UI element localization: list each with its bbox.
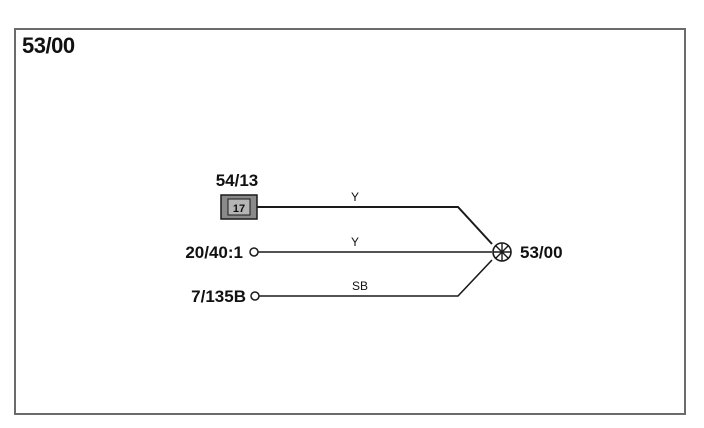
ground-label: 53/00 [520, 243, 563, 262]
wire-color-top: Y [351, 190, 359, 204]
terminal-circle-bottom [250, 291, 260, 301]
wire-color-bottom: SB [352, 279, 368, 293]
wire-top [256, 206, 493, 245]
diagram-title: 53/00 [22, 33, 75, 58]
connector-pin-box [227, 198, 251, 216]
diagram-frame [14, 28, 686, 415]
wire-bottom [259, 259, 493, 297]
terminal-label-bottom: 7/135B [191, 287, 246, 306]
terminal-label-middle: 20/40:1 [185, 243, 243, 262]
ground-point-icon [492, 242, 512, 262]
wire-color-middle: Y [351, 235, 359, 249]
terminal-circle-middle [249, 247, 259, 257]
connector-pin-label: 17 [233, 203, 245, 215]
connector-label: 54/13 [216, 171, 259, 190]
